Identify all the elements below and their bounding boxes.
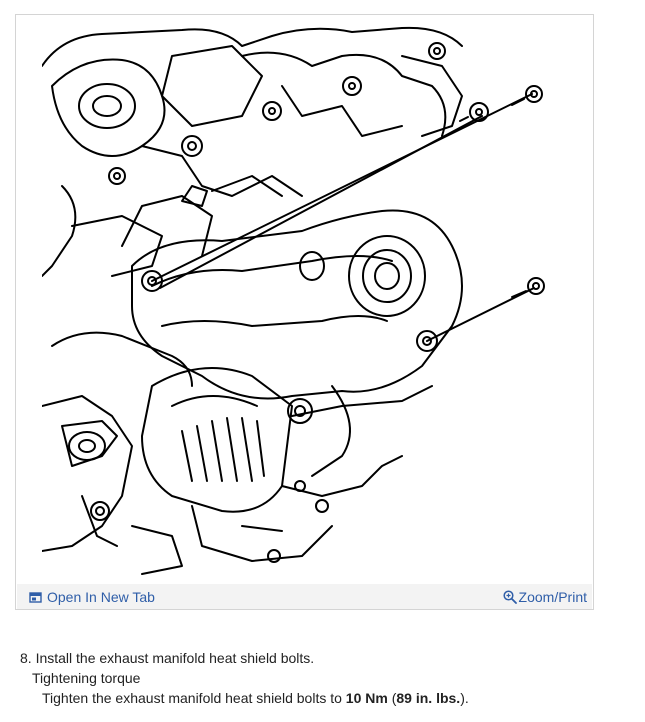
zoom-print-link[interactable]: Zoom/Print: [502, 587, 587, 607]
step-instruction: 8. Install the exhaust manifold heat shi…: [20, 648, 630, 668]
torque-value-metric: 10 Nm: [345, 690, 388, 706]
figure-container: Open In New Tab Zoom/Print: [15, 14, 594, 610]
torque-spec: Tighten the exhaust manifold heat shield…: [20, 688, 630, 708]
engine-line-drawing: [42, 26, 545, 575]
torque-subheading: Tightening torque: [32, 670, 141, 686]
torque-value-imperial: 89 in. lbs.: [396, 690, 461, 706]
open-in-new-tab-icon: [29, 591, 42, 603]
engine-diagram: [42, 26, 574, 578]
step-instruction-text: Install the exhaust manifold heat shield…: [35, 650, 315, 666]
procedure-step: 8. Install the exhaust manifold heat shi…: [20, 648, 630, 708]
torque-close: ).: [460, 690, 469, 706]
magnifier-icon: [502, 590, 517, 604]
open-in-new-tab-link[interactable]: Open In New Tab: [29, 587, 155, 607]
torque-prefix: Tighten the exhaust manifold heat shield…: [42, 690, 346, 706]
step-number: 8.: [20, 650, 32, 666]
torque-open: (: [387, 690, 397, 706]
open-in-new-tab-label: Open In New Tab: [47, 589, 155, 605]
zoom-print-label: Zoom/Print: [518, 589, 587, 605]
figure-toolbar: Open In New Tab Zoom/Print: [17, 584, 592, 609]
